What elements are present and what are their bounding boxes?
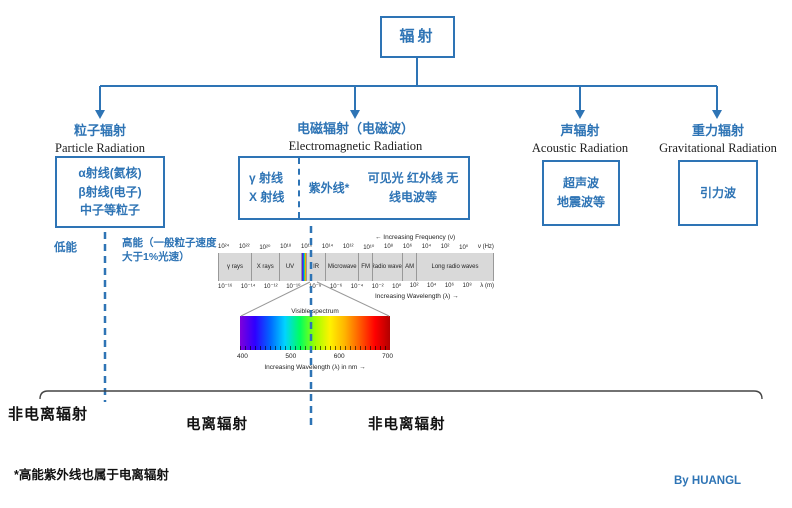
frequency-tick: 10²	[440, 244, 450, 250]
branch-acoustic-zh: 声辐射	[560, 123, 600, 138]
visible-spectrum-label: Visible spectrum	[291, 308, 339, 315]
frequency-tick: 10²²	[238, 244, 250, 250]
branch-gravity-en: Gravitational Radiation	[659, 141, 777, 155]
arrowhead-acoustic	[575, 110, 585, 119]
high-energy-line-2: 大于1%光速）	[122, 251, 190, 264]
frequency-tick: 10¹⁴	[321, 244, 334, 250]
band-radio-waves: Radio waves	[373, 253, 404, 281]
wavelength-tick: 10⁻⁶	[329, 284, 343, 290]
wavelength-tick: 10⁻¹⁰	[286, 284, 301, 290]
increasing-frequency-label: ← Increasing Frequency (ν)	[375, 234, 456, 241]
em-gamma-line: γ 射线	[249, 171, 284, 186]
branch-heading-gravity: 重力辐射 Gravitational Radiation	[644, 120, 792, 156]
branch-particle-zh: 粒子辐射	[73, 123, 126, 138]
branch-gravity-zh: 重力辐射	[691, 123, 744, 138]
low-energy-label: 低能	[54, 242, 77, 254]
wavelength-tick: 10⁴	[427, 283, 437, 289]
high-energy-label: 高能（一般粒子速度 大于1%光速）	[122, 236, 217, 264]
frequency-tick: 10²⁴	[218, 244, 230, 250]
increasing-wavelength-label: Increasing Wavelength (λ) →	[375, 293, 459, 300]
region-non-ionizing-right: 非电离辐射	[368, 417, 446, 433]
visible-spectrum-ruler	[240, 346, 390, 350]
branch-heading-acoustic: 声辐射 Acoustic Radiation	[512, 120, 648, 156]
frequency-tick: 10⁴	[421, 244, 432, 250]
visible-wavelength-axis-label: Increasing Wavelength (λ) in nm →	[264, 364, 366, 371]
band-γ-rays: γ rays	[219, 253, 252, 281]
branch-em-en: Electromagnetic Radiation	[288, 139, 423, 153]
band-fm: FM	[359, 253, 373, 281]
frequency-ticks: 10²⁴ 10²² 10²⁰ 10¹⁸ 10¹⁶ 10¹⁴ 10¹² 10¹⁰ 10⁸ 10⁶ 10…	[218, 244, 494, 251]
branch-acoustic-en: Acoustic Radiation	[531, 141, 629, 155]
em-visible-line-2: 线电波等	[388, 190, 437, 204]
band-ir: IR	[307, 253, 327, 281]
frequency-tick: 10²⁰	[259, 245, 271, 251]
wavelength-tick: 10⁻¹⁴	[240, 284, 256, 290]
frequency-tick: 10¹⁶	[301, 244, 313, 250]
wavelength-tick: 10²	[409, 283, 419, 289]
particle-line-2: β射线(电子)	[78, 184, 142, 199]
frequency-tick: 10¹⁰	[363, 245, 375, 251]
wavelength-tick: λ (m)	[480, 283, 494, 289]
branch-em-zh: 电磁辐射（电磁波）	[296, 121, 414, 136]
wavelength-tick: 10⁻⁴	[350, 284, 364, 290]
visible-tick: 500	[285, 353, 297, 360]
frequency-tick: ν (Hz)	[477, 244, 494, 250]
band-am: AM	[403, 253, 417, 281]
band-long-radio-waves: Long radio waves	[417, 253, 494, 281]
frequency-tick: 10¹²	[342, 244, 354, 250]
particle-line-3: 中子等粒子	[79, 203, 140, 218]
wavelength-tick: 10⁻²	[371, 284, 384, 290]
frequency-tick: 10⁸	[383, 244, 394, 250]
em-section-visible-radio: 可见光 红外线 无 线电波等	[358, 158, 468, 218]
band-x-rays: X rays	[252, 253, 280, 281]
em-visible-line-1: 可见光 红外线 无	[367, 171, 459, 186]
arrowhead-particle	[95, 110, 105, 119]
frequency-tick: 10⁶	[402, 244, 413, 250]
visible-tick: 600	[333, 353, 345, 360]
arrowhead-gravity	[712, 110, 722, 119]
em-uv-line: 紫外线*	[308, 180, 350, 195]
root-label: 辐射	[399, 28, 436, 46]
gravity-line-1: 引力波	[699, 185, 736, 200]
wavelength-tick: 10⁰	[392, 284, 402, 290]
acoustic-box: 超声波 地震波等	[542, 160, 620, 226]
wavelength-tick: 10⁻¹²	[263, 284, 278, 290]
band-uv: UV	[279, 253, 302, 281]
author-credit: By HUANGL	[674, 475, 742, 487]
visible-spectrum-ticks: 400 500 600 700	[237, 353, 393, 360]
branch-particle-en: Particle Radiation	[55, 141, 145, 155]
em-section-gamma-x: γ 射线 X 射线	[240, 158, 300, 218]
region-non-ionizing-left: 非电离辐射	[8, 406, 89, 423]
wavelength-tick: 10⁸	[462, 283, 472, 289]
em-xray-line: X 射线	[249, 190, 285, 204]
wavelength-tick: 10⁻⁸	[309, 284, 322, 290]
branch-heading-particle: 粒子辐射 Particle Radiation	[22, 120, 178, 156]
visible-spectrum-bar	[240, 316, 390, 350]
visible-tick: 700	[382, 353, 393, 360]
wavelength-ticks: 10⁻¹⁶ 10⁻¹⁴ 10⁻¹² 10⁻¹⁰ 10⁻⁸ 10⁻⁶ 10⁻⁴ 10⁻² 10⁰ 1…	[218, 283, 494, 290]
em-box: γ 射线 X 射线 紫外线* 可见光 红外线 无 线电波等	[238, 156, 470, 220]
acoustic-line-2: 地震波等	[556, 195, 605, 209]
em-section-uv: 紫外线*	[300, 158, 358, 218]
frequency-tick: 10¹⁸	[280, 244, 292, 250]
particle-box: α射线(氦核) β射线(电子) 中子等粒子	[55, 156, 165, 228]
region-ionizing: 电离辐射	[186, 417, 248, 433]
gravity-box: 引力波	[678, 160, 758, 226]
visible-tick: 400	[237, 353, 248, 360]
root-node: 辐射	[380, 16, 455, 58]
branch-heading-em: 电磁辐射（电磁波） Electromagnetic Radiation	[268, 118, 443, 154]
wavelength-tick: 10⁶	[444, 283, 454, 289]
particle-line-1: α射线(氦核)	[78, 166, 142, 181]
acoustic-line-1: 超声波	[562, 176, 599, 191]
uv-footnote: *高能紫外线也属于电离辐射	[14, 468, 169, 482]
region-bracket-line	[39, 390, 763, 400]
band-visible-sliver	[301, 253, 307, 281]
band-microwave: Microwave	[326, 253, 360, 281]
frequency-tick: 10⁰	[459, 245, 469, 251]
wavelength-tick: 10⁻¹⁶	[218, 284, 233, 290]
high-energy-line-1: 高能（一般粒子速度	[122, 237, 217, 249]
